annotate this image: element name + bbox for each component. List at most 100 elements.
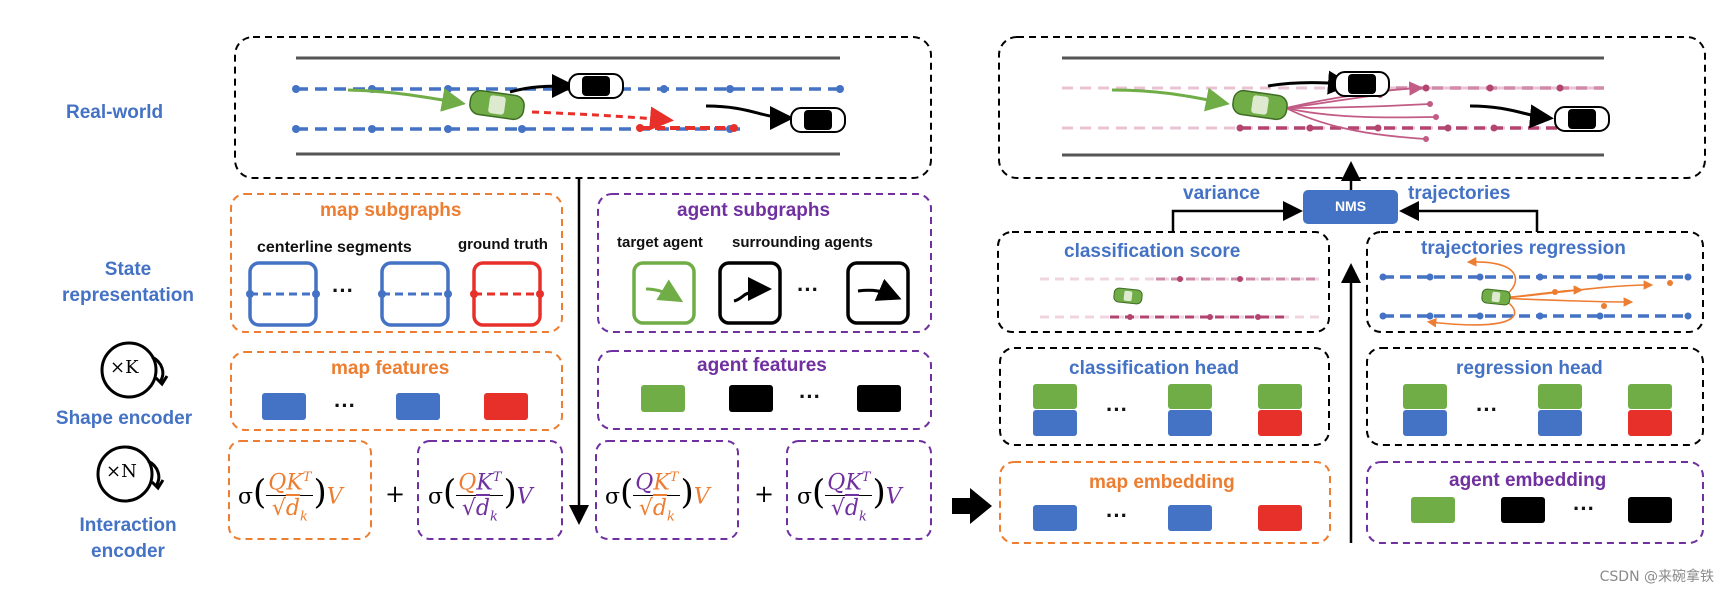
agent-history-1 (509, 74, 576, 99)
k-sub: k (666, 509, 675, 525)
car-target (469, 89, 525, 121)
watermark: CSDN @来碗拿铁 (1599, 569, 1714, 585)
trajectories-label: trajectories (1408, 183, 1511, 204)
sigma-symbol: σ (605, 484, 621, 510)
attention-box-agent-self (786, 440, 932, 540)
nms-block (1303, 190, 1398, 224)
d-denominator: d (844, 496, 859, 522)
shape-encoder-repeat: ×K (110, 357, 139, 378)
car-agent-2 (790, 107, 846, 133)
interaction-encoder-repeat: ×N (106, 461, 137, 482)
regression-head-box (1366, 347, 1704, 446)
transpose-sup: T (861, 470, 871, 485)
shape-encoder-symbol (100, 341, 169, 399)
lane-nodes (292, 85, 844, 133)
target-history (347, 88, 466, 112)
k-sub: k (489, 509, 498, 525)
transpose-sup: T (492, 470, 502, 485)
real-world-scene (234, 36, 932, 179)
surrounding-agents-label: surrounding agents (732, 234, 873, 251)
map-embedding-box (999, 461, 1331, 544)
d-denominator: d (475, 496, 490, 522)
car-agent-1 (568, 73, 624, 99)
map-embedding-title: map embedding (1089, 472, 1235, 493)
map-subgraphs-title: map subgraphs (320, 200, 462, 221)
surrounding-agent-subgraph-2 (846, 261, 910, 325)
classification-head-ellipsis: ··· (1106, 397, 1128, 422)
attention-box-map-agent (417, 440, 563, 540)
classification-head-title: classification head (1069, 358, 1240, 379)
label-interaction-line2: encoder (91, 541, 165, 562)
agent-embedding-box (1366, 461, 1704, 544)
map-subgraphs-ellipsis: ··· (332, 278, 354, 303)
map-feature-block-1 (262, 393, 306, 420)
centerline-segment-2 (378, 261, 452, 327)
map-features-ellipsis: ··· (334, 393, 356, 418)
value-symbol: V (516, 484, 533, 510)
agent-features-box (597, 350, 932, 430)
label-state-line1: State (104, 259, 152, 280)
d-denominator: d (652, 496, 667, 522)
agent-embedding-title: agent embedding (1449, 470, 1607, 491)
label-state-line2: representation (62, 285, 194, 306)
centerline-segments-label: centerline segments (257, 239, 412, 256)
map-features-title: map features (331, 358, 450, 379)
attention-box-agent-map (595, 440, 739, 540)
map-embedding-ellipsis: ··· (1106, 503, 1128, 528)
d-denominator: d (285, 496, 300, 522)
value-symbol: V (693, 484, 710, 510)
qk-numerator: QK (827, 470, 862, 496)
plus-sign-1: + (385, 480, 406, 508)
transpose-sup: T (302, 470, 312, 485)
regression-head-ellipsis: ··· (1476, 397, 1498, 422)
nms-label: NMS (1334, 198, 1367, 214)
classification-score-title: classification score (1064, 241, 1241, 262)
attention-formula-2: σ(QKT√dk)V (428, 470, 533, 525)
qk-numerator: QK (268, 470, 303, 496)
variance-arrow (1171, 201, 1303, 232)
agent-feature-block-3 (857, 385, 901, 412)
attention-box-map-self (228, 440, 372, 540)
agent-features-title: agent features (697, 355, 827, 376)
classification-score-box (997, 231, 1330, 333)
plus-sign-2: + (754, 480, 775, 508)
centerline-segment-1 (246, 261, 320, 327)
sigma-symbol: σ (238, 484, 254, 510)
target-agent-subgraph (632, 261, 696, 325)
map-feature-block-3 (484, 393, 528, 420)
agent-embedding-ellipsis: ··· (1573, 496, 1595, 521)
surrounding-agent-subgraph-1 (718, 261, 782, 325)
agent-history-2 (705, 104, 794, 130)
attention-formula-1: σ(QKT√dk)V (238, 470, 343, 525)
sigma-symbol: σ (428, 484, 444, 510)
agent-subgraphs-ellipsis: ··· (797, 277, 819, 302)
map-feature-block-2 (396, 393, 440, 420)
trajectories-arrow (1399, 201, 1539, 232)
classification-head-box (999, 347, 1330, 446)
label-shape-encoder: Shape encoder (55, 408, 193, 429)
map-features-box (230, 351, 563, 431)
transpose-sup: T (669, 470, 679, 485)
prediction-scene (998, 36, 1706, 179)
trajectories-regression-box (1366, 231, 1704, 333)
ground-truth-label: ground truth (458, 236, 548, 253)
variance-label: variance (1183, 183, 1261, 204)
attention-formula-3: σ(QKT√dk)V (605, 470, 710, 525)
regression-head-title: regression head (1456, 358, 1603, 379)
label-interaction-line1: Interaction (79, 515, 177, 536)
label-real-world: Real-world (66, 102, 164, 123)
interaction-encoder-symbol (96, 445, 165, 503)
k-sub: k (858, 509, 867, 525)
target-agent-label: target agent (617, 234, 703, 251)
big-right-arrow (952, 488, 992, 524)
agent-features-ellipsis: ··· (799, 384, 821, 409)
attention-formula-4: σ(QKT√dk)V (797, 470, 902, 525)
agent-feature-block-1 (641, 385, 685, 412)
future-path-dashed (531, 106, 674, 131)
agent-feature-block-2 (729, 385, 773, 412)
sigma-symbol: σ (797, 484, 813, 510)
agent-subgraphs-box (597, 193, 932, 333)
value-symbol: V (326, 484, 343, 510)
